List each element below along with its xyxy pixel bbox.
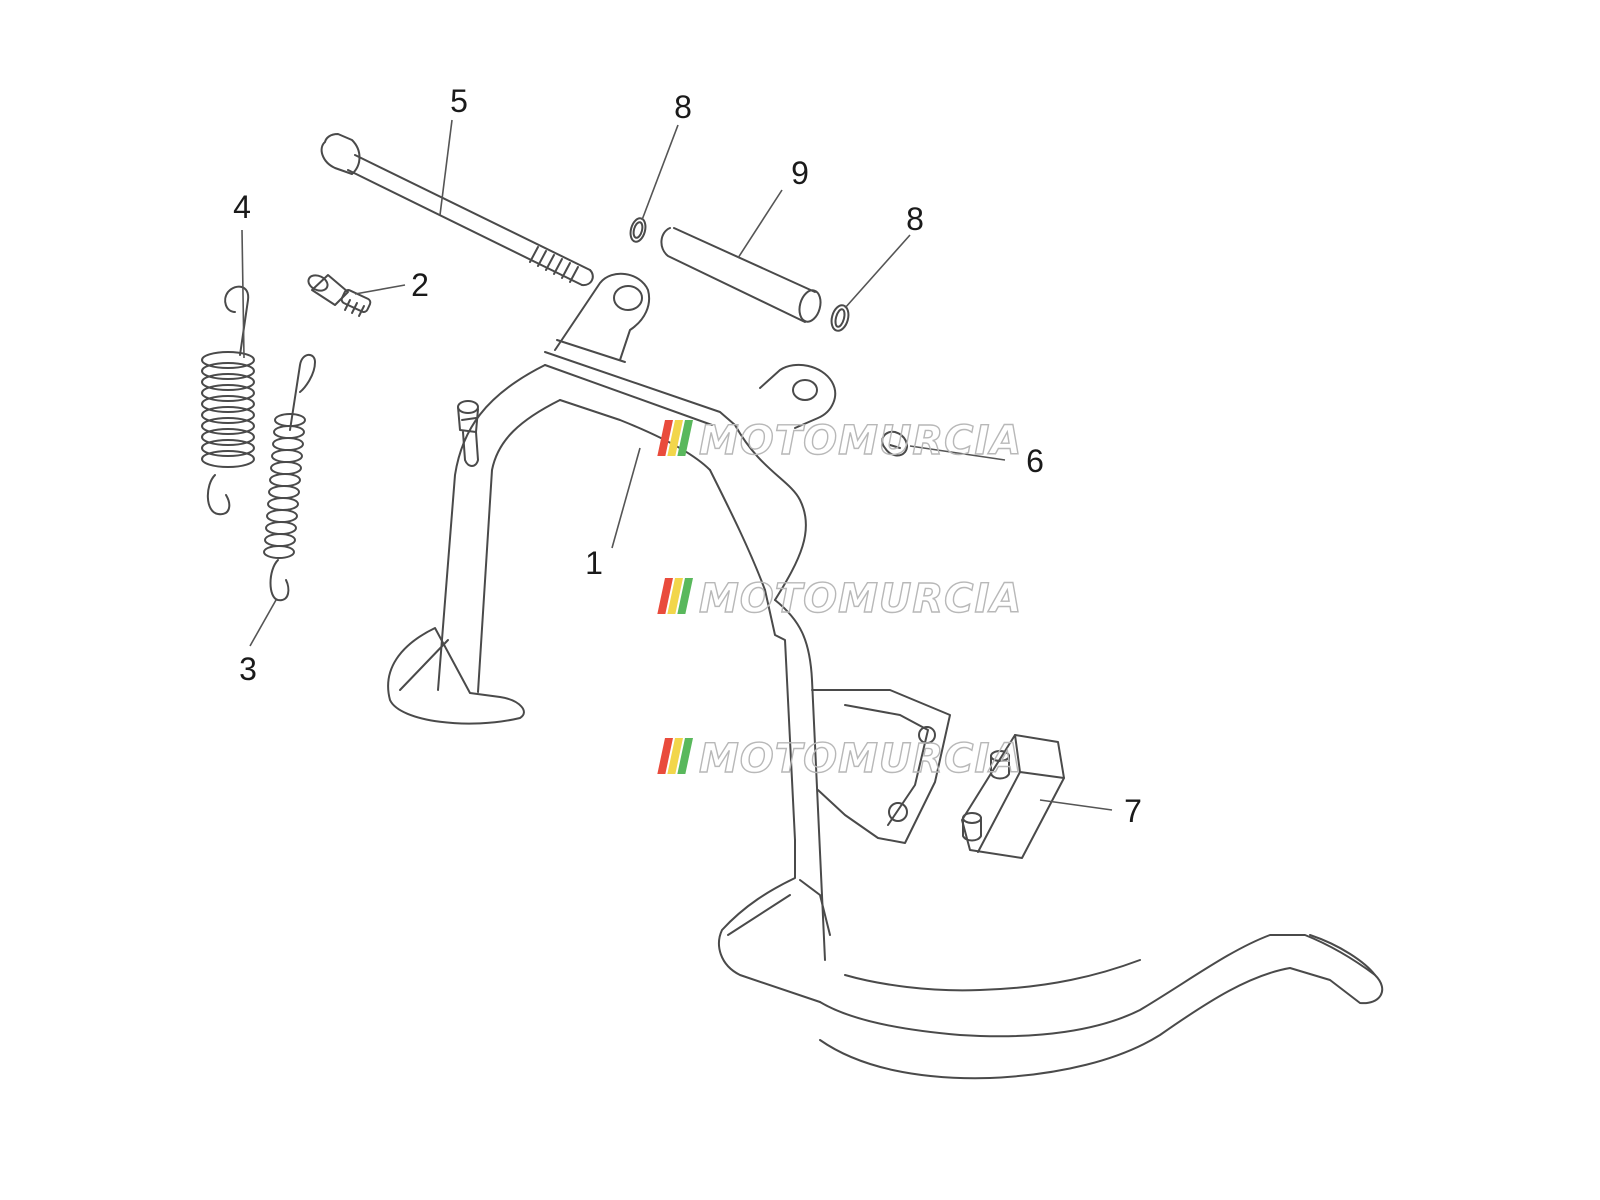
watermark-middle: MOTOMURCIA bbox=[657, 575, 1022, 623]
leader-line-5 bbox=[439, 119, 453, 216]
part-number-8-left: 8 bbox=[674, 89, 692, 125]
washer-left bbox=[629, 217, 647, 243]
watermark-text: MOTOMURCIA bbox=[699, 576, 1022, 622]
watermark-stripe-green bbox=[677, 420, 693, 456]
rubber-stop-block bbox=[961, 734, 1065, 859]
leader-line-6 bbox=[909, 445, 1006, 461]
retaining-clip bbox=[881, 430, 908, 457]
watermark-top: MOTOMURCIA bbox=[657, 417, 1022, 465]
leader-line-3 bbox=[249, 599, 277, 647]
watermark-stripe-red bbox=[657, 578, 673, 614]
leader-line-8a bbox=[641, 124, 679, 221]
part-number-1: 1 bbox=[585, 545, 603, 581]
part-number-5: 5 bbox=[450, 83, 468, 119]
bushing-tube bbox=[660, 227, 822, 323]
part-number-6: 6 bbox=[1026, 443, 1044, 479]
leader-line-9 bbox=[737, 189, 783, 259]
watermark-stripe-green bbox=[677, 738, 693, 774]
part-number-9: 9 bbox=[791, 155, 809, 191]
part-number-7: 7 bbox=[1124, 793, 1142, 829]
part-number-3: 3 bbox=[239, 651, 257, 687]
leader-line-4 bbox=[241, 229, 245, 359]
watermark-stripe-yellow bbox=[667, 420, 683, 456]
leader-line-2 bbox=[354, 284, 406, 295]
watermark-stripe-red bbox=[657, 420, 673, 456]
pivot-bolt bbox=[320, 133, 594, 287]
pin-bolt bbox=[307, 274, 372, 317]
watermark-text: MOTOMURCIA bbox=[699, 418, 1022, 464]
center-stand-frame bbox=[387, 272, 1384, 1080]
part-number-4: 4 bbox=[233, 189, 251, 225]
return-spring-lower bbox=[263, 353, 316, 602]
leader-line-7 bbox=[1039, 799, 1113, 811]
watermark-text: MOTOMURCIA bbox=[699, 736, 1022, 782]
stand-pin bbox=[457, 400, 479, 467]
watermark-bottom: MOTOMURCIA bbox=[657, 735, 1022, 783]
leader-line-1 bbox=[611, 447, 641, 549]
washer-right bbox=[830, 304, 850, 332]
return-spring-upper bbox=[201, 285, 255, 516]
leader-line-8b bbox=[844, 234, 911, 309]
watermark-stripe-green bbox=[677, 578, 693, 614]
watermark-stripe-yellow bbox=[667, 738, 683, 774]
watermark-stripe-yellow bbox=[667, 578, 683, 614]
part-number-2: 2 bbox=[411, 267, 429, 303]
part-number-8-right: 8 bbox=[906, 201, 924, 237]
watermark-stripe-red bbox=[657, 738, 673, 774]
